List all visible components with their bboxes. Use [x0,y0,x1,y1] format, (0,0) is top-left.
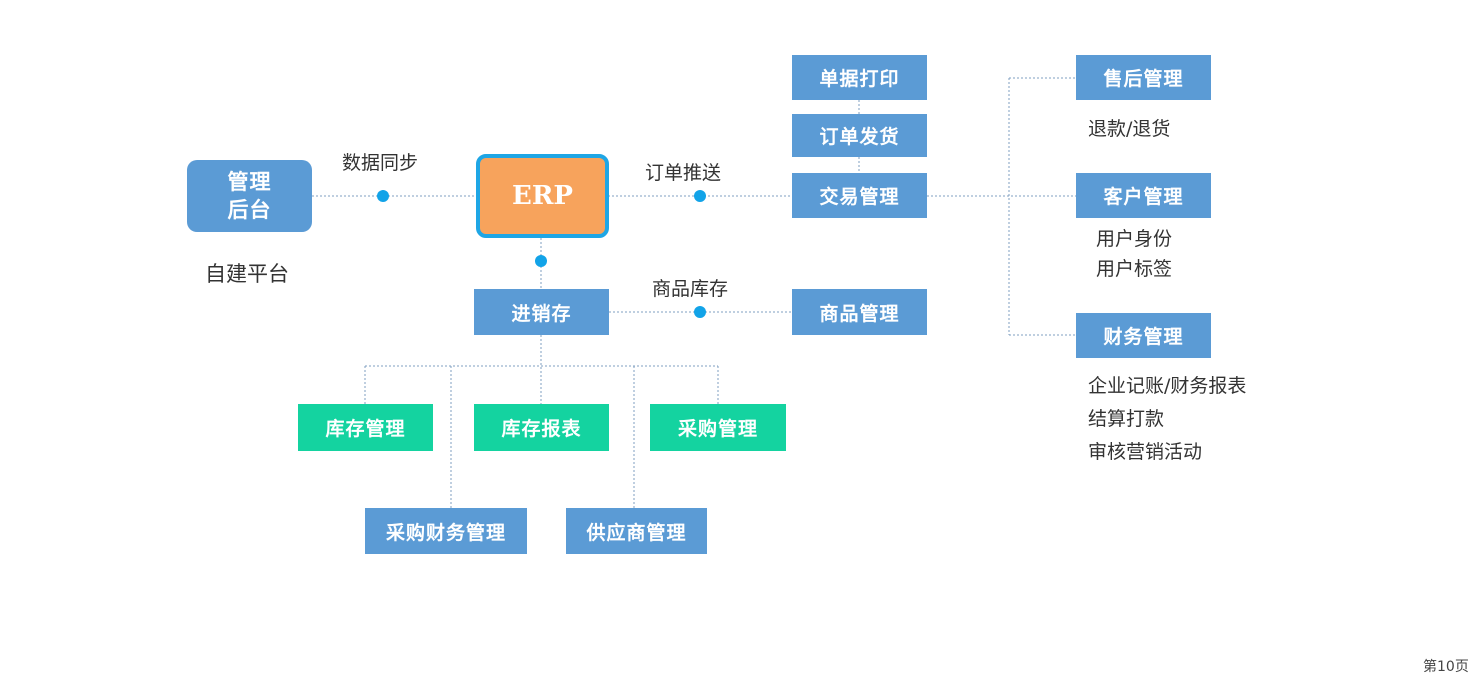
finance-note-3: 审核营销活动 [1088,441,1203,463]
stock-report-node: 库存报表 [474,404,609,451]
trade-management-node: 交易管理 [792,173,927,218]
admin-backend-node: 管理 后台 [187,160,312,232]
purchase-finance-node: 采购财务管理 [365,508,527,554]
self-built-platform-note: 自建平台 [205,262,289,286]
aftersale-note-1: 退款/退货 [1088,118,1171,140]
aftersale-management-node: 售后管理 [1076,55,1211,100]
purchase-management-node: 采购管理 [650,404,786,451]
order-shipping-node: 订单发货 [792,114,927,157]
stock-management-node: 库存管理 [298,404,433,451]
admin-backend-line1: 管理 [227,170,272,194]
supplier-management-node: 供应商管理 [566,508,707,554]
connector-dot-erp-jxc [535,255,547,267]
customer-note-1: 用户身份 [1096,228,1173,250]
goods-management-node: 商品管理 [792,289,927,335]
connector-dot-order-push [694,190,706,202]
aftersale-notes: 退款/退货 [1088,113,1170,146]
page-number: 第10页 [1423,659,1469,675]
edge-label-data-sync: 数据同步 [342,152,419,174]
finance-note-2: 结算打款 [1088,408,1165,430]
customer-notes: 用户身份 用户标签 [1096,224,1172,284]
document-print-node: 单据打印 [792,55,927,100]
connector-dot-goods-stock [694,306,706,318]
finance-note-1: 企业记账/财务报表 [1088,375,1247,397]
finance-notes: 企业记账/财务报表 结算打款 审核营销活动 [1088,370,1246,469]
inventory-sales-node: 进销存 [474,289,609,335]
edge-label-order-push: 订单推送 [645,162,722,184]
edge-label-goods-stock: 商品库存 [652,278,729,300]
customer-note-2: 用户标签 [1096,258,1173,280]
erp-node: ERP [476,154,609,238]
finance-management-node: 财务管理 [1076,313,1211,358]
customer-management-node: 客户管理 [1076,173,1211,218]
admin-backend-line2: 后台 [227,198,272,222]
connector-dot-data-sync [377,190,389,202]
